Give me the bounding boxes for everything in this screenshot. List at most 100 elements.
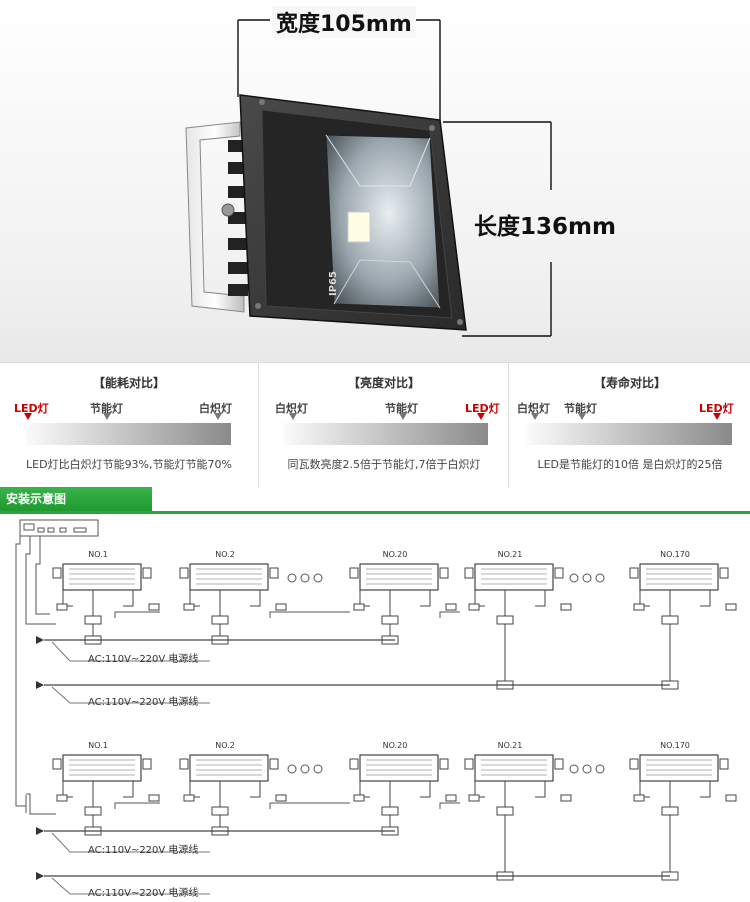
fixture-label: NO.20 [383,550,408,559]
plug-icon [36,681,44,689]
panel-title: 【能耗对比】 [92,376,165,390]
fixture-bracket [123,590,134,607]
fixture-clip [349,567,359,579]
callout-line [51,641,210,662]
label-incandescent: 白炽灯 [517,402,550,415]
fixture-label: NO.1 [88,550,108,559]
signal-connector [275,603,287,611]
fixture-bracket [700,590,711,607]
signal-connector [275,794,287,802]
marker-incandescent-icon [214,413,222,420]
ellipsis-dot [300,573,310,583]
fixture-body [639,754,719,782]
plug-icon [36,827,44,835]
marker-cfl-icon [399,413,407,420]
signal-connector [56,603,68,611]
fixture-label: NO.2 [215,741,235,750]
fixture-clip [349,758,359,770]
fixture-clip [269,567,279,579]
signal-connector [633,603,645,611]
fixture-clip [52,758,62,770]
marker-incandescent-icon [289,413,297,420]
brightness-comparison-panel: 【亮度对比】 白炽灯 节能灯 LED灯 同瓦数亮度2.5倍于节能灯,7倍于白炽灯 [258,363,509,488]
fixture-label: NO.20 [383,741,408,750]
signal-connector [148,603,160,611]
product-photo-area: IP65 宽度105mm 长度136mm [0,0,750,362]
ac-power-label: AC:110V~220V 电源线 [88,886,198,899]
length-dimension-lines [443,121,552,337]
label-cfl: 节能灯 [90,402,123,415]
ac-power-label: AC:110V~220V 电源线 [88,843,198,856]
ellipsis-dot [287,764,297,774]
mounting-bracket [185,121,245,313]
fixture-clip [719,567,729,579]
fixture-label: NO.1 [88,741,108,750]
ac-power-label: AC:110V~220V 电源线 [88,695,198,708]
connector-t [211,806,229,816]
connector-t [84,806,102,816]
connector-t [496,806,514,816]
callout-line [51,877,210,895]
ellipsis-dot [313,573,323,583]
fixture-clip [439,758,449,770]
width-label: 宽度105mm [272,6,416,38]
fixture-clip [269,758,279,770]
panel-note: 同瓦数亮度2.5倍于节能灯,7倍于白炽灯 [287,458,481,471]
fixture-body [62,563,142,591]
fixture-body [359,563,439,591]
signal-connector [560,794,572,802]
ellipsis-dot [582,573,592,583]
marker-led-icon [713,413,721,420]
marker-led-icon [24,413,32,420]
signal-connector [560,603,572,611]
comparison-section: 【能耗对比】 LED灯 节能灯 白炽灯 LED灯比白炽灯节能93%,节能灯节能7… [0,362,750,488]
energy-comparison-panel: 【能耗对比】 LED灯 节能灯 白炽灯 LED灯比白炽灯节能93%,节能灯节能7… [0,363,258,488]
label-led: LED灯 [699,402,734,415]
ellipsis-dot [287,573,297,583]
signal-connector [468,603,480,611]
led-chip [347,211,371,243]
panel-note: LED灯比白炽灯节能93%,节能灯节能70% [26,458,232,471]
signal-connector [353,794,365,802]
connector-t [661,615,679,625]
fixture-clip [464,758,474,770]
plug-icon [36,636,44,644]
connector-t [496,615,514,625]
marker-incandescent-icon [531,413,539,420]
label-incandescent: 白炽灯 [199,402,232,415]
fixture-clip [464,567,474,579]
fixture-bracket [535,590,546,607]
plug-icon [36,872,44,880]
fixture-bracket [250,781,261,798]
fixture-body [474,563,554,591]
fixture-clip [629,758,639,770]
signal-connector [56,794,68,802]
signal-connector [445,603,457,611]
label-cfl: 节能灯 [564,402,597,415]
length-label: 长度136mm [474,214,616,240]
gradient-bar [527,423,732,445]
label-led: LED灯 [465,402,500,415]
floodlight-image: IP65 [185,19,552,337]
connector-t [211,615,229,625]
fixture-body [189,754,269,782]
ellipsis-dot [595,573,605,583]
marker-cfl-icon [103,413,111,420]
fixture-label: NO.170 [660,741,690,750]
ac-power-label: AC:110V~220V 电源线 [88,652,198,665]
signal-connector [725,603,737,611]
lifespan-comparison-panel: 【寿命对比】 白炽灯 节能灯 LED灯 LED是节能灯的10倍 是白炽灯的25倍 [508,363,750,488]
panel-title: 【亮度对比】 [347,376,420,390]
fixture-body [62,754,142,782]
ellipsis-dot [569,573,579,583]
callout-line [51,686,210,704]
fixture-body [639,563,719,591]
fixture-bracket [123,781,134,798]
fixture-bracket [420,590,431,607]
signal-connector [633,794,645,802]
marker-led-icon [477,413,485,420]
connector-t [381,615,399,625]
fixture-clip [554,567,564,579]
fixture-clip [719,758,729,770]
